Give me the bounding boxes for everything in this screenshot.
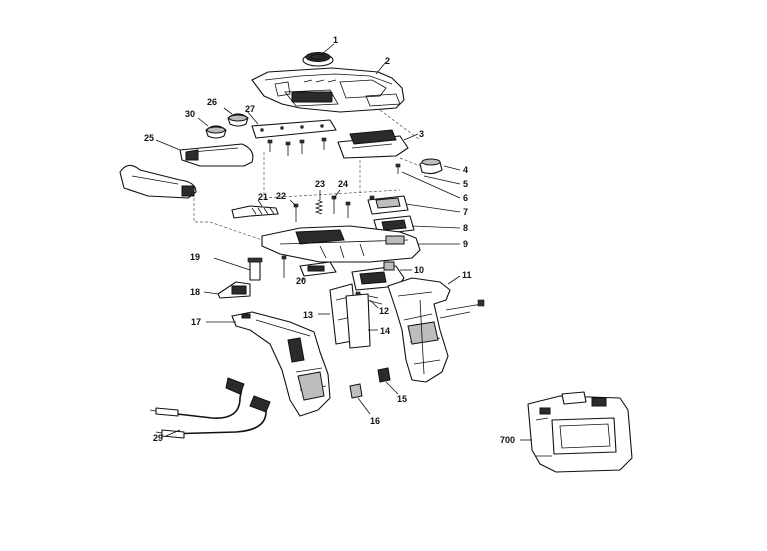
part-3-display (337, 129, 409, 159)
align-line-f (193, 198, 210, 223)
callout-29: 29 (153, 433, 163, 443)
callout-9: 9 (463, 239, 468, 249)
part-20-board (281, 255, 337, 278)
part-16-clip (349, 383, 363, 399)
leader-16 (357, 397, 371, 415)
callout-26: 26 (207, 97, 217, 107)
callout-700: 700 (500, 435, 515, 445)
callout-24: 24 (338, 179, 348, 189)
part-11-rear-housing (387, 277, 485, 383)
align-line-b (379, 109, 421, 141)
part-1-cap (302, 52, 334, 67)
part-9-chassis (261, 225, 421, 263)
screws-group-27 (267, 137, 327, 156)
callout-22: 22 (276, 191, 286, 201)
part-10-switch (351, 261, 405, 291)
callout-12: 12 (379, 306, 389, 316)
callout-8: 8 (463, 223, 468, 233)
part-4-knob (419, 158, 443, 175)
part-26-cap (227, 113, 249, 127)
callout-27: 27 (245, 104, 255, 114)
part-29-test-leads (149, 377, 271, 439)
leader-4 (443, 165, 461, 171)
part-30-cap (205, 125, 227, 139)
part-2-top-cover (251, 67, 405, 113)
leader-22 (289, 199, 297, 207)
leader-2 (375, 61, 387, 75)
callout-labels: 1 2 3 4 5 6 7 8 9 11 10 12 13 14 15 16 1… (144, 35, 515, 445)
part-22-screw (293, 203, 299, 222)
part-14-strip (345, 293, 371, 349)
callout-11: 11 (462, 270, 472, 280)
callout-18: 18 (190, 287, 200, 297)
leader-19 (213, 257, 251, 271)
leader-25 (155, 139, 181, 151)
leader-3 (403, 133, 419, 141)
part-18-foot (217, 281, 251, 299)
leader-11 (447, 275, 461, 285)
leader-18 (203, 291, 219, 295)
callout-20: 20 (296, 276, 306, 286)
leader-1 (321, 43, 335, 55)
callout-6: 6 (463, 193, 468, 203)
callout-23: 23 (315, 179, 325, 189)
leader-20 (301, 277, 305, 283)
callout-25: 25 (144, 133, 154, 143)
part-15-clip (377, 367, 391, 383)
part-21-latch (231, 205, 279, 219)
align-line-g (263, 189, 401, 199)
callout-14: 14 (380, 326, 390, 336)
callout-3: 3 (419, 129, 424, 139)
leader-5 (423, 175, 461, 185)
leader-29 (165, 429, 181, 437)
callout-17: 17 (191, 317, 201, 327)
callout-5: 5 (463, 179, 468, 189)
part-19-standoff (247, 257, 263, 281)
part-700-case (527, 391, 633, 473)
part-27-plate (251, 119, 337, 139)
callout-15: 15 (397, 394, 407, 404)
leader-24 (333, 189, 341, 199)
callout-2: 2 (385, 56, 390, 66)
leader-26 (223, 107, 233, 115)
callout-7: 7 (463, 207, 468, 217)
part-8-clamp (373, 215, 415, 235)
callout-21: 21 (258, 192, 268, 202)
callout-16: 16 (370, 416, 380, 426)
callout-4: 4 (463, 165, 468, 175)
part-25-strap (119, 143, 254, 199)
callout-1: 1 (333, 35, 338, 45)
callout-30: 30 (185, 109, 195, 119)
leader-6 (401, 171, 461, 199)
leader-15 (385, 381, 399, 395)
leader-12 (369, 299, 379, 309)
callout-13: 13 (303, 310, 313, 320)
leader-7 (405, 203, 461, 213)
leader-27 (245, 109, 259, 125)
part-17-front-housing (231, 311, 331, 417)
align-line-c (399, 157, 421, 167)
part-7-clamp (367, 195, 409, 215)
part-6-screw (395, 163, 401, 174)
callout-10: 10 (414, 265, 424, 275)
leader-21 (257, 199, 263, 207)
part-23-spring (314, 199, 324, 215)
callout-19: 19 (190, 252, 200, 262)
part-24-screw (331, 195, 337, 214)
align-line-e (209, 221, 263, 241)
leader-30 (197, 117, 209, 127)
leader-8 (411, 225, 461, 229)
